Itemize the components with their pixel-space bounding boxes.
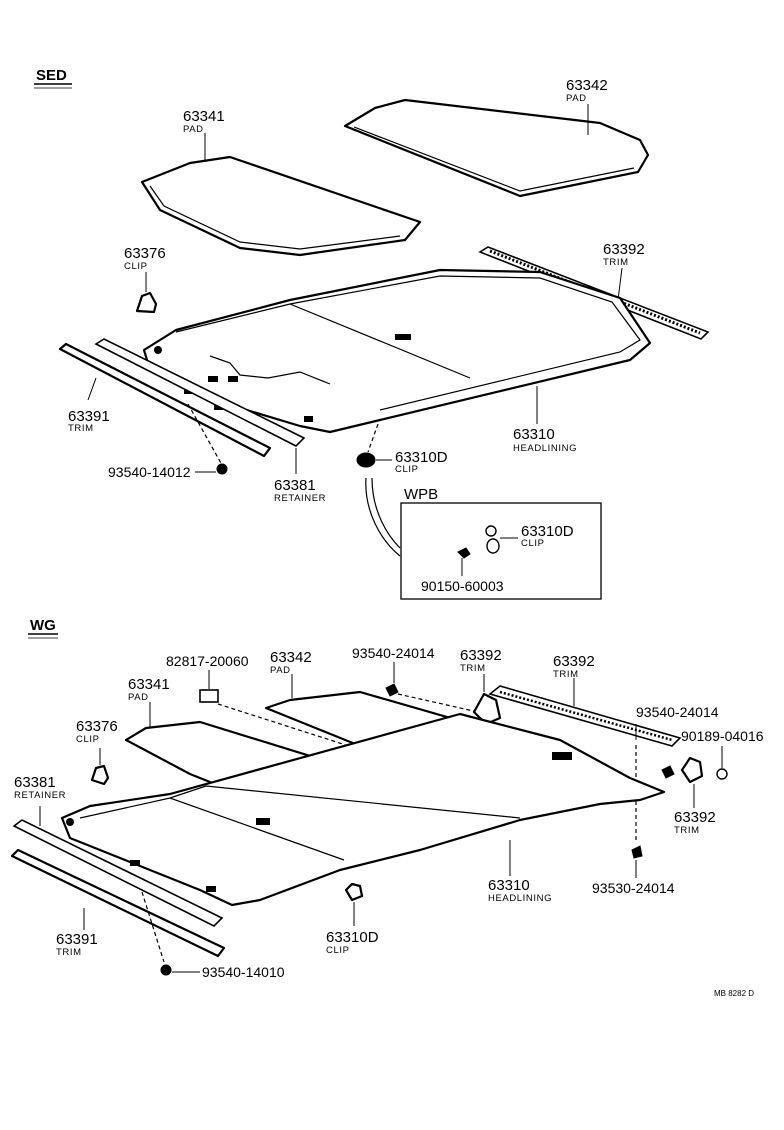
wg-trim-63391-shape (10, 848, 226, 958)
label-num-63310d-sed: 63310D (395, 449, 448, 466)
section-sed: SED 63342 PAD 63341 PAD 63376 CLIP 63392… (34, 67, 710, 600)
pad-63342-shape (343, 98, 650, 198)
label-name-63381-sed: RETAINER (274, 493, 326, 504)
wg-trim-63392-c-shape (680, 756, 704, 784)
label-name-63341-sed: PAD (183, 124, 204, 135)
wpb-clip-bottom-shape (486, 538, 500, 554)
bolt-93540-14010-shape (160, 964, 172, 976)
label-num-63341-wg: 63341 (128, 676, 170, 693)
label-num-93540-14012: 93540-14012 (108, 464, 191, 480)
bolt-93540-24014-top-shape (385, 683, 399, 697)
clip-63310d-shape (356, 452, 376, 468)
label-num-63392-wg-c: 63392 (674, 809, 716, 826)
clip-63376-shape (135, 291, 158, 314)
label-num-90189-04016: 90189-04016 (681, 728, 764, 744)
wpb-clip-top-shape (485, 525, 497, 537)
label-num-93540-24014-top: 93540-24014 (352, 645, 435, 661)
label-num-63310d-wpb: 63310D (521, 523, 574, 540)
section-wg: WG 82817-20060 63342 PAD 93540-24014 633… (10, 617, 764, 998)
label-name-63310-wg: HEADLINING (488, 893, 552, 904)
label-name-63310-sed: HEADLINING (513, 443, 577, 454)
label-name-63391-wg: TRIM (56, 947, 82, 958)
trim-63391-shape (58, 342, 272, 458)
label-name-63342-sed: PAD (566, 93, 587, 104)
section-label-wg: WG (30, 617, 56, 634)
label-num-63381-wg: 63381 (14, 774, 56, 791)
label-name-63341-wg: PAD (128, 692, 149, 703)
label-name-63376-wg: CLIP (76, 734, 100, 745)
wg-headlining-63310-shape (60, 712, 666, 907)
label-num-63342-wg: 63342 (270, 649, 312, 666)
label-name-63392-wg-c: TRIM (674, 825, 700, 836)
label-num-63342-sed: 63342 (566, 77, 608, 94)
label-num-63391-sed: 63391 (68, 408, 110, 425)
label-num-93530-24014: 93530-24014 (592, 880, 675, 896)
part-82817-20060-shape (199, 689, 219, 703)
pad-63341-shape (140, 155, 422, 257)
bolt-93530-24014-shape (631, 845, 643, 859)
label-num-82817-20060: 82817-20060 (166, 653, 249, 669)
bolt-93540-24014-right-shape (661, 765, 675, 779)
label-name-63392-wg-b: TRIM (553, 669, 579, 680)
wg-clip-63376-shape (90, 764, 110, 786)
label-num-63376-wg: 63376 (76, 718, 118, 735)
label-name-63376-sed: CLIP (124, 261, 148, 272)
bolt-93540-14012-shape (216, 463, 228, 475)
label-num-63341-sed: 63341 (183, 108, 225, 125)
label-num-90150-60003: 90150-60003 (421, 578, 504, 594)
label-name-63381-wg: RETAINER (14, 790, 66, 801)
label-num-63381-sed: 63381 (274, 477, 316, 494)
label-num-63310-wg: 63310 (488, 877, 530, 894)
label-num-63391-wg: 63391 (56, 931, 98, 948)
label-num-63392-sed: 63392 (603, 241, 645, 258)
label-name-63310d-wg: CLIP (326, 945, 350, 956)
retainer-63381-shape (94, 338, 306, 447)
wpb-inset-box (400, 502, 602, 600)
label-name-63392-sed: TRIM (603, 257, 629, 268)
label-num-93540-14010: 93540-14010 (202, 964, 285, 980)
section-label-sed: SED (36, 67, 67, 84)
section-label-wpb: WPB (404, 486, 438, 503)
wpb-screw-shape (457, 547, 471, 559)
label-num-63310-sed: 63310 (513, 426, 555, 443)
label-name-63342-wg: PAD (270, 665, 291, 676)
label-name-63310d-sed: CLIP (395, 464, 419, 475)
screw-90189-04016-shape (716, 768, 728, 780)
label-num-63310d-wg: 63310D (326, 929, 379, 946)
label-name-63391-sed: TRIM (68, 423, 94, 434)
footer-code: MB 8282 D (714, 989, 754, 998)
label-num-63392-wg-a: 63392 (460, 647, 502, 664)
label-num-63392-wg-b: 63392 (553, 653, 595, 670)
label-name-63392-wg-a: TRIM (460, 663, 486, 674)
wg-clip-63310d-shape (344, 882, 364, 902)
wg-retainer-63381-shape (12, 819, 224, 927)
label-num-63376-sed: 63376 (124, 245, 166, 262)
label-name-63310d-wpb: CLIP (521, 538, 545, 549)
label-num-93540-24014-right: 93540-24014 (636, 704, 719, 720)
